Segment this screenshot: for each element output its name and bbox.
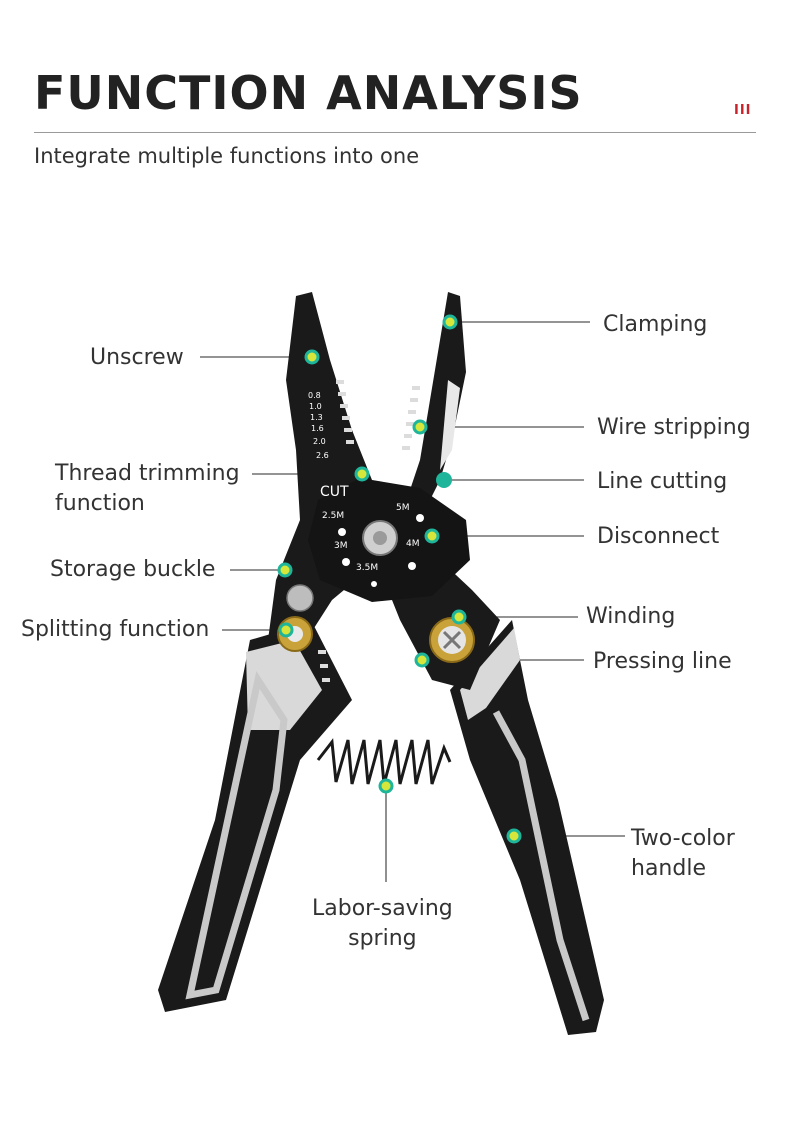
gauge-1-6: 1.6 bbox=[311, 424, 324, 433]
marker-winding bbox=[451, 609, 467, 625]
label-clamping: Clamping bbox=[603, 312, 708, 337]
marker-splitting bbox=[278, 622, 294, 638]
label-line-cutting: Line cutting bbox=[597, 469, 728, 494]
marker-two-color-handle bbox=[506, 828, 522, 844]
accent-mark: III bbox=[734, 103, 752, 118]
bolt-3m: 3M bbox=[334, 541, 348, 551]
label-spring-line2: spring bbox=[348, 925, 417, 951]
title-divider bbox=[34, 132, 756, 133]
bolt-5m: 5M bbox=[396, 503, 410, 513]
label-spring-line1: Labor-saving bbox=[312, 896, 453, 921]
marker-clamping bbox=[442, 314, 458, 330]
label-pressing-line: Pressing line bbox=[593, 649, 732, 674]
label-two-color-line2: handle bbox=[631, 855, 706, 881]
bolt-4m: 4M bbox=[406, 539, 420, 549]
label-unscrew: Unscrew bbox=[90, 345, 184, 370]
label-disconnect: Disconnect bbox=[597, 524, 720, 549]
label-splitting-function: Splitting function bbox=[21, 617, 210, 642]
marker-wire-stripping bbox=[412, 419, 428, 435]
callout-markers bbox=[277, 314, 522, 844]
marker-line-cutting bbox=[436, 472, 452, 488]
marker-pressing-line bbox=[414, 652, 430, 668]
marker-spring bbox=[378, 778, 394, 794]
label-storage-buckle: Storage buckle bbox=[50, 557, 216, 582]
marker-thread-trimming bbox=[354, 466, 370, 482]
bolt-3-5m: 3.5M bbox=[356, 563, 378, 573]
page-subtitle: Integrate multiple functions into one bbox=[34, 144, 420, 168]
gauge-2-0: 2.0 bbox=[313, 437, 326, 446]
label-winding: Winding bbox=[586, 604, 676, 629]
gauge-2-6: 2.6 bbox=[316, 451, 329, 460]
label-wire-stripping: Wire stripping bbox=[597, 415, 751, 440]
label-two-color-handle: Two-color handle bbox=[631, 824, 735, 883]
label-two-color-line1: Two-color bbox=[631, 826, 735, 851]
gauge-1-0: 1.0 bbox=[309, 402, 322, 411]
cut-marking: CUT bbox=[320, 484, 349, 500]
storage-buckle-ball bbox=[286, 584, 314, 612]
gauge-0-8: 0.8 bbox=[308, 391, 321, 400]
label-thread-trimming: Thread trimming function bbox=[55, 459, 240, 518]
label-thread-trimming-line2: function bbox=[55, 490, 145, 516]
gauge-1-3: 1.3 bbox=[310, 413, 323, 422]
marker-storage-buckle bbox=[277, 562, 293, 578]
spring bbox=[316, 738, 452, 785]
page-title: FUNCTION ANALYSIS bbox=[34, 66, 583, 120]
label-labor-saving-spring: Labor-saving spring bbox=[312, 894, 453, 953]
marker-disconnect bbox=[424, 528, 440, 544]
label-thread-trimming-line1: Thread trimming bbox=[55, 461, 240, 486]
bolt-2-5m: 2.5M bbox=[322, 511, 344, 521]
right-handle bbox=[450, 620, 604, 1035]
marker-unscrew bbox=[304, 349, 320, 365]
